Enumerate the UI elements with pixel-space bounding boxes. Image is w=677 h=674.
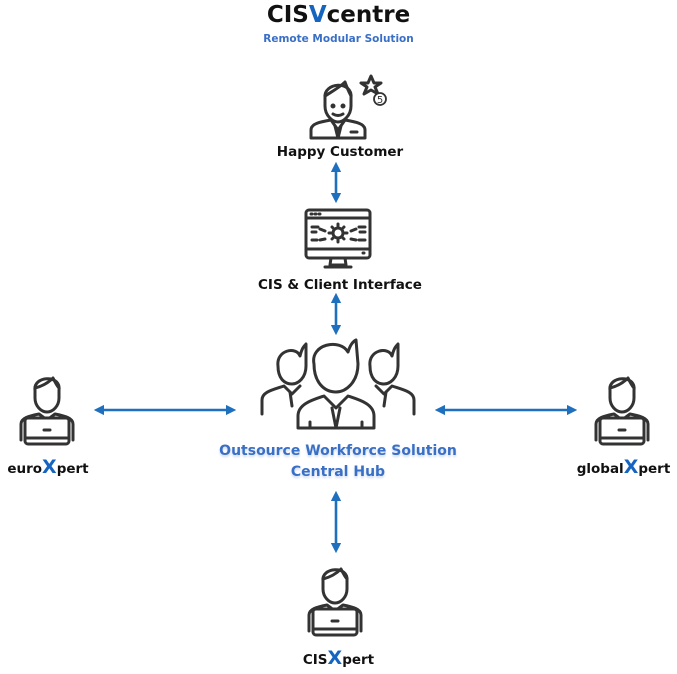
cisxpert-suffix: pert: [342, 652, 375, 668]
hub-label-line1: Outsource Workforce Solution: [219, 443, 457, 459]
globalxpert-label: globalXpert: [570, 456, 677, 478]
brand-title: CISVcentre: [0, 2, 677, 28]
interface-label: CIS & Client Interface: [258, 277, 422, 293]
euroxpert-prefix: euro: [7, 461, 43, 477]
team-icon: [260, 338, 416, 430]
tagline: Remote Modular Solution: [263, 33, 414, 45]
cisxpert-label: CISXpert: [240, 647, 437, 669]
laptop-user-icon-euro: [19, 376, 75, 446]
hub-label: Outsource Workforce Solution Central Hub: [180, 441, 496, 483]
globalxpert-prefix: global: [576, 461, 624, 477]
globalxpert-accent: X: [623, 456, 639, 478]
customer-rating-icon: 5: [309, 74, 387, 140]
laptop-user-icon-cis: [307, 567, 363, 637]
brand-suffix: centre: [326, 2, 411, 28]
happy-customer-label: Happy Customer: [276, 144, 404, 160]
rating-value: 5: [377, 95, 383, 106]
brand-accent: V: [308, 2, 327, 28]
cisxpert-accent: X: [327, 647, 343, 669]
monitor-settings-icon: [304, 208, 372, 269]
hub-label-line2: Central Hub: [290, 464, 386, 480]
euroxpert-accent: X: [42, 456, 57, 478]
euroxpert-suffix: pert: [56, 461, 89, 477]
brand-prefix: CIS: [266, 2, 309, 28]
cisxpert-prefix: CIS: [302, 652, 328, 668]
globalxpert-suffix: pert: [638, 461, 671, 477]
euroxpert-label: euroXpert: [0, 456, 96, 478]
laptop-user-icon-global: [594, 376, 650, 446]
